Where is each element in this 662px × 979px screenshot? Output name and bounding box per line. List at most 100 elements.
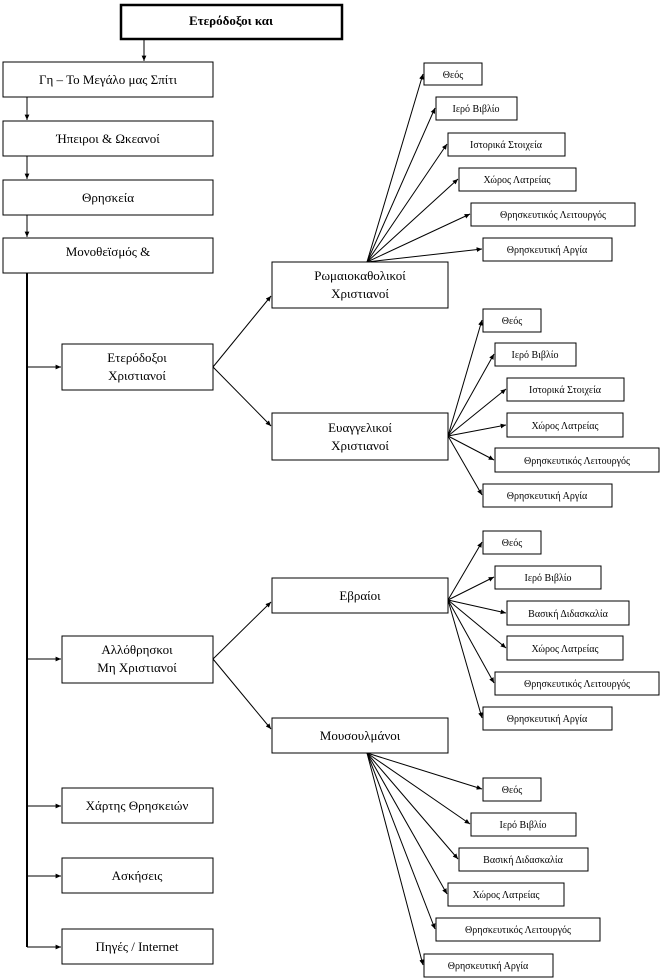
title-box: Ετερόδοξοι και <box>119 3 344 41</box>
muslims-box[interactable]: Μουσουλμάνοι <box>271 717 449 754</box>
muslims-leaf-worship-place-label: Χώρος Λατρείας <box>473 890 540 901</box>
arrow-heterodox-to-evangelical <box>212 366 272 427</box>
sources-label: Πηγές / Internet <box>95 939 178 954</box>
arrow-evangelical-to-leaf-4 <box>447 435 495 461</box>
muslims-leaf-worship-place[interactable]: Χώρος Λατρείας <box>447 882 565 907</box>
catholic-leaf-minister-label: Θρησκευτικός Λειτουργός <box>500 210 606 221</box>
catholic-leaf-holiday[interactable]: Θρησκευτική Αργία <box>482 237 613 262</box>
jews-leaf-teaching-label: Βασική Διδασκαλία <box>528 609 608 620</box>
evangelical-leaf-god[interactable]: Θεός <box>482 308 542 333</box>
evangelical-leaf-holiday[interactable]: Θρησκευτική Αργία <box>482 483 613 508</box>
monotheism-label: Μονοθεϊσμός & <box>66 244 151 259</box>
arrow-jews-to-leaf-3 <box>447 599 507 649</box>
non-christian-label-line2: Μη Χριστιανοί <box>97 660 177 675</box>
muslims-leaf-minister[interactable]: Θρησκευτικός Λειτουργός <box>435 917 601 942</box>
jews-leaf-holiday[interactable]: Θρησκευτική Αργία <box>482 706 613 731</box>
religion-box[interactable]: Θρησκεία <box>2 179 214 216</box>
non-christian-label-line1: Αλλόθρησκοι <box>101 642 173 657</box>
arrow-muslims-to-leaf-4 <box>366 752 436 930</box>
catholic-leaf-worship-place[interactable]: Χώρος Λατρείας <box>458 167 577 192</box>
jews-leaf-holy-book[interactable]: Ιερό Βιβλίο <box>494 565 602 590</box>
jews-box[interactable]: Εβραίοι <box>271 577 449 614</box>
heterodox-box[interactable]: Ετερόδοξοι Χριστιανοί <box>61 343 214 391</box>
continents-box[interactable]: Ήπειροι & Ωκεανοί <box>2 120 214 157</box>
jews-leaf-teaching[interactable]: Βασική Διδασκαλία <box>506 600 630 626</box>
evangelical-leaf-god-label: Θεός <box>502 316 522 327</box>
arrow-evangelical-to-leaf-2 <box>447 388 507 437</box>
evangelical-label-line2: Χριστιανοί <box>331 438 389 453</box>
muslims-leaf-holy-book-label: Ιερό Βιβλίο <box>499 820 546 831</box>
jews-leaf-worship-place[interactable]: Χώρος Λατρείας <box>506 635 624 661</box>
jews-leaf-minister-label: Θρησκευτικός Λειτουργός <box>524 679 630 690</box>
arrow-catholic-to-leaf-5 <box>366 247 483 263</box>
catholic-leaf-god-label: Θεός <box>443 70 463 81</box>
arrow-jews-to-leaf-5 <box>447 599 483 719</box>
exercises-box[interactable]: Ασκήσεις <box>61 857 214 894</box>
arrow-muslims-to-leaf-0 <box>366 752 483 790</box>
continents-label: Ήπειροι & Ωκεανοί <box>55 131 160 146</box>
connector-lines <box>24 39 507 966</box>
arrow-evangelical-to-leaf-3 <box>447 423 507 437</box>
arrow-evangelical-to-leaf-1 <box>447 353 495 437</box>
muslims-leaf-god-label: Θεός <box>502 785 522 796</box>
evangelical-leaf-worship-place[interactable]: Χώρος Λατρείας <box>506 412 624 438</box>
non-christian-box[interactable]: Αλλόθρησκοι Μη Χριστιανοί <box>61 635 214 684</box>
evangelical-leaf-holiday-label: Θρησκευτική Αργία <box>507 491 588 502</box>
sources-box[interactable]: Πηγές / Internet <box>61 928 214 965</box>
muslims-leaf-teaching-label: Βασική Διδασκαλία <box>483 855 563 866</box>
arrow-jews-to-leaf-4 <box>447 599 495 684</box>
map-label: Χάρτης Θρησκειών <box>86 798 189 813</box>
jews-leaf-holy-book-label: Ιερό Βιβλίο <box>524 573 571 584</box>
arrow-muslims-to-leaf-5 <box>366 752 424 966</box>
arrow-nonchristian-to-muslims <box>212 658 272 730</box>
evangelical-leaf-holy-book[interactable]: Ιερό Βιβλίο <box>494 342 577 367</box>
jews-label: Εβραίοι <box>339 588 381 603</box>
muslims-leaf-holy-book[interactable]: Ιερό Βιβλίο <box>470 812 577 837</box>
evangelical-leaf-holy-book-label: Ιερό Βιβλίο <box>511 350 558 361</box>
evangelical-leaf-history[interactable]: Ιστορικά Στοιχεία <box>506 377 625 402</box>
muslims-leaf-god[interactable]: Θεός <box>482 777 542 802</box>
catholic-label-line1: Ρωμαιοκαθολικοί <box>314 268 406 283</box>
catholic-leaf-holiday-label: Θρησκευτική Αργία <box>507 245 588 256</box>
catholic-leaf-worship-place-label: Χώρος Λατρείας <box>484 175 551 186</box>
earth-label: Γη – Το Μεγάλο μας Σπίτι <box>39 72 178 87</box>
catholic-leaf-history-label: Ιστορικά Στοιχεία <box>470 140 543 151</box>
catholic-leaf-holy-book-label: Ιερό Βιβλίο <box>452 104 499 115</box>
exercises-label: Ασκήσεις <box>112 868 164 883</box>
heterodox-label-line2: Χριστιανοί <box>108 368 166 383</box>
jews-leaf-god[interactable]: Θεός <box>482 530 542 555</box>
earth-box[interactable]: Γη – Το Μεγάλο μας Σπίτι <box>2 61 214 98</box>
catholic-box[interactable]: Ρωμαιοκαθολικοί Χριστιανοί <box>271 261 449 309</box>
arrow-muslims-to-leaf-3 <box>366 752 448 895</box>
arrow-jews-to-leaf-1 <box>447 576 495 601</box>
jews-leaf-god-label: Θεός <box>502 538 522 549</box>
jews-leaf-minister[interactable]: Θρησκευτικός Λειτουργός <box>494 671 660 696</box>
arrow-jews-to-leaf-0 <box>447 541 483 601</box>
muslims-leaf-holiday[interactable]: Θρησκευτική Αργία <box>423 953 554 978</box>
catholic-leaf-minister[interactable]: Θρησκευτικός Λειτουργός <box>470 202 636 227</box>
arrow-catholic-to-leaf-0 <box>366 73 424 263</box>
catholic-label-line2: Χριστιανοί <box>331 286 389 301</box>
catholic-leaf-holy-book[interactable]: Ιερό Βιβλίο <box>435 96 518 121</box>
evangelical-box[interactable]: Ευαγγελικοί Χριστιανοί <box>271 412 449 461</box>
jews-leaf-worship-place-label: Χώρος Λατρείας <box>532 644 599 655</box>
muslims-leaf-teaching[interactable]: Βασική Διδασκαλία <box>458 847 589 872</box>
catholic-leaf-history[interactable]: Ιστορικά Στοιχεία <box>447 132 566 157</box>
arrow-muslims-to-leaf-2 <box>366 752 459 860</box>
arrow-nonchristian-to-jews <box>212 601 272 660</box>
heterodox-label-line1: Ετερόδοξοι <box>107 350 167 365</box>
arrow-heterodox-to-catholic <box>212 295 272 368</box>
catholic-leaf-god[interactable]: Θεός <box>423 62 483 86</box>
muslims-leaf-holiday-label: Θρησκευτική Αργία <box>448 961 529 972</box>
arrow-catholic-to-leaf-2 <box>366 143 448 263</box>
monotheism-box[interactable]: Μονοθεϊσμός & <box>2 237 214 274</box>
title-text: Ετερόδοξοι και <box>189 13 273 28</box>
evangelical-leaf-minister[interactable]: Θρησκευτικός Λειτουργός <box>494 447 660 473</box>
evangelical-leaf-history-label: Ιστορικά Στοιχεία <box>529 385 602 396</box>
religion-label: Θρησκεία <box>82 190 134 205</box>
arrow-catholic-to-leaf-1 <box>366 107 436 263</box>
evangelical-leaf-worship-place-label: Χώρος Λατρείας <box>532 421 599 432</box>
map-box[interactable]: Χάρτης Θρησκειών <box>61 787 214 824</box>
evangelical-leaf-minister-label: Θρησκευτικός Λειτουργός <box>524 456 630 467</box>
